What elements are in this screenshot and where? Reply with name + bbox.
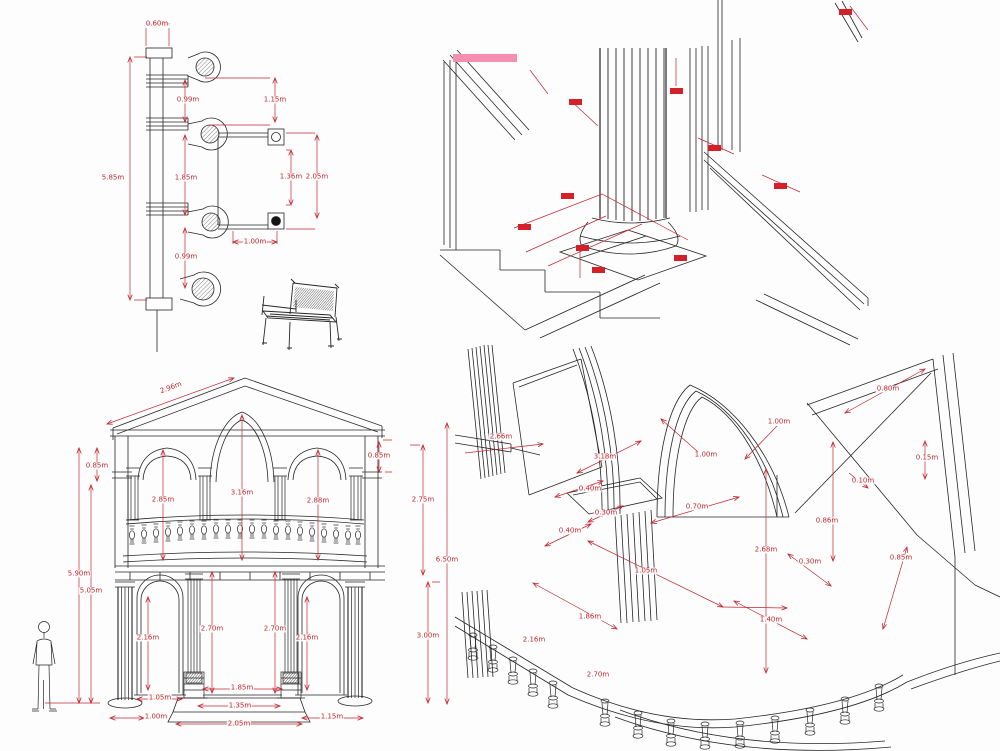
red-dimension-marker xyxy=(576,245,589,251)
column-base-3d-view xyxy=(430,0,1000,350)
red-dimension-marker xyxy=(674,255,687,261)
red-dimension-marker xyxy=(592,267,605,273)
red-dimension-marker xyxy=(708,145,721,151)
interior-linework xyxy=(455,345,1000,751)
elevation-linework xyxy=(32,360,460,751)
pink-highlight-marker xyxy=(453,54,517,62)
red-dimension-marker xyxy=(774,183,787,189)
red-dimension-marker xyxy=(561,193,574,199)
red-dimension-marker xyxy=(839,9,852,15)
column-base-linework xyxy=(439,0,869,346)
red-dimension-marker xyxy=(518,224,531,230)
red-dimension-marker xyxy=(670,88,683,94)
red-dimension-marker xyxy=(569,99,582,105)
plan-linework xyxy=(0,0,342,352)
